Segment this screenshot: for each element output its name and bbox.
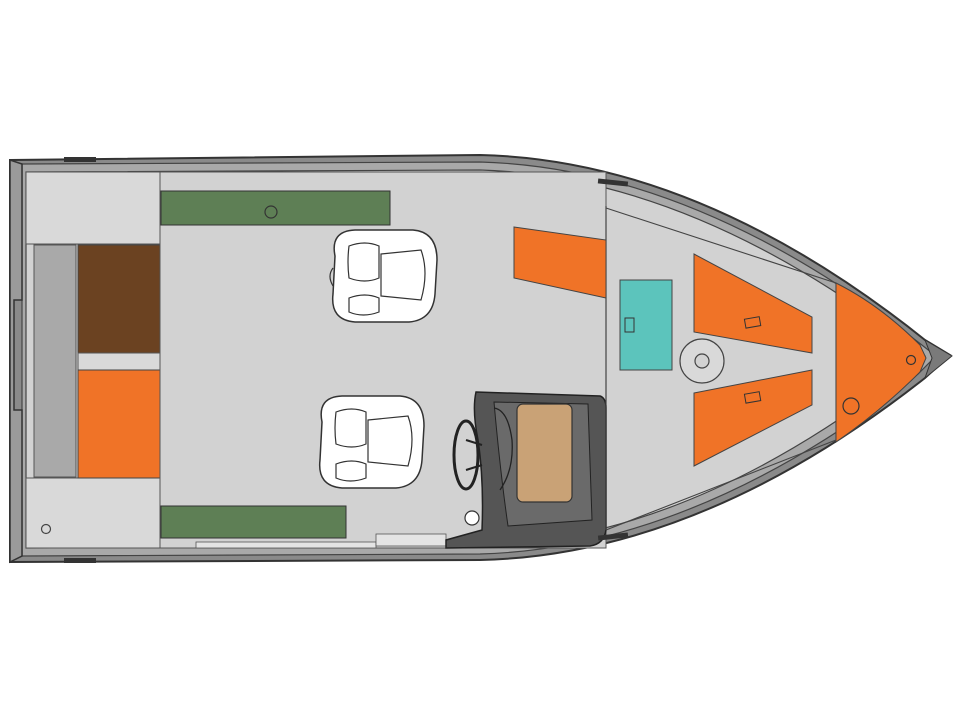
rod-locker-bottom [160,505,347,539]
cleat-icon [64,157,96,162]
bow-eye-icon [905,354,917,366]
side-rail [195,541,377,549]
rear-platform-top [25,171,161,245]
trolling-motor-icon [679,338,725,384]
rear-storage-hatch [77,244,161,354]
livewell-latch-icon [624,317,635,333]
drain-plug-icon [40,523,52,535]
steering-wheel-icon [452,419,483,491]
bow-hatch-upper [693,253,813,354]
bow-hatch-upper-latch [743,316,762,329]
throttle-knob-icon [464,510,480,526]
bow-hatch-lower-latch [743,391,762,404]
livewell [619,279,673,371]
console-dash [493,407,513,491]
rear-orange-hatch [77,369,161,479]
front-hatch-left [513,226,607,299]
bow-hatch-lower [693,369,813,467]
side-rail-bracket [375,533,447,547]
bow-light-icon [842,397,860,415]
rod-locker-latch-icon [264,205,278,219]
rear-divider [77,352,161,371]
cleat-icon [64,558,96,563]
cleat-icon [597,532,629,541]
rear-platform-bottom [25,477,161,549]
transom [9,158,23,564]
rear-deck-strip [33,244,77,478]
console-instrument-panel [516,403,573,503]
passenger-seat-icon [318,395,425,489]
bow-tip [923,338,953,380]
cleat-icon [597,178,629,187]
helm-seat-icon [329,229,438,323]
